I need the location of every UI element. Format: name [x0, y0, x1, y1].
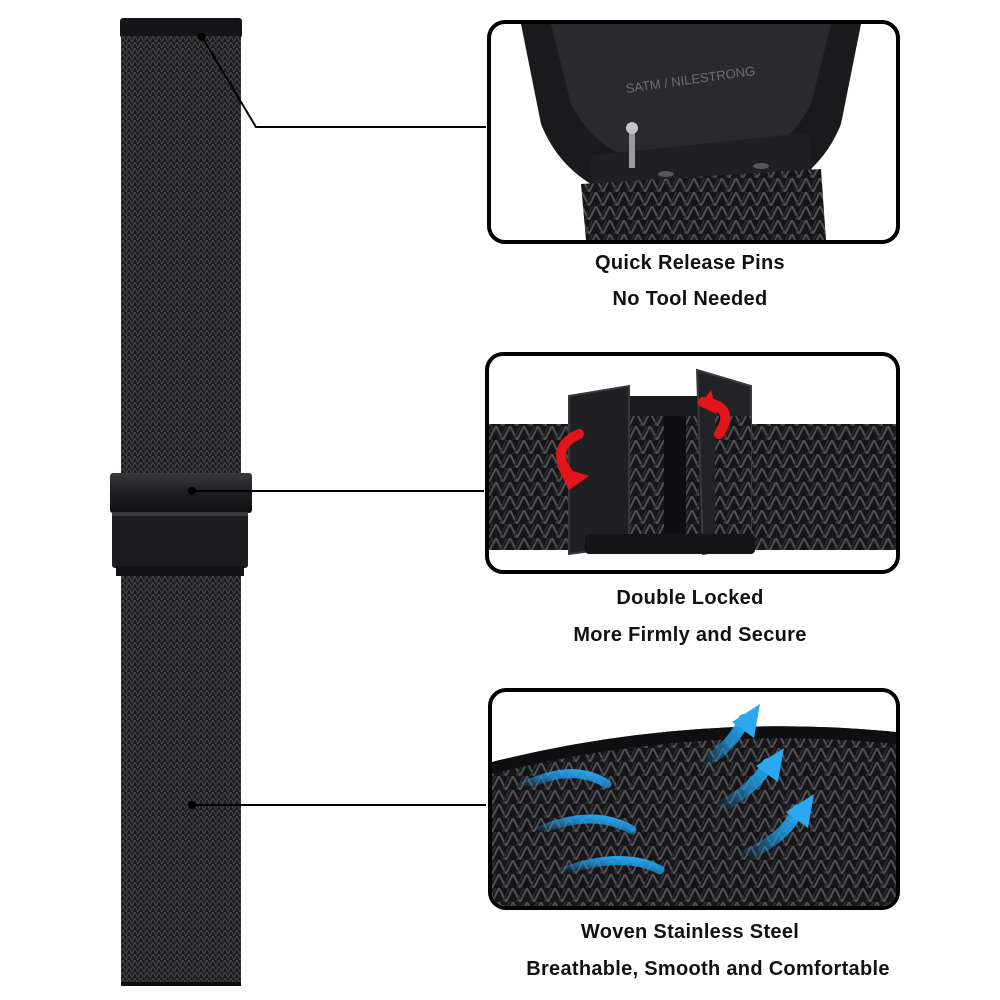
double-lock-photo [489, 368, 896, 556]
leader-buckle [188, 487, 484, 495]
quick-release-photo: SATM / NILESTRONG [521, 24, 861, 240]
upward-arrow-icon [712, 748, 784, 814]
upward-arrow-icon [736, 794, 814, 863]
strap-top-cap [120, 18, 242, 38]
quick-release-detail-panel: SATM / NILESTRONG [487, 20, 900, 244]
mesh-subtitle: Breathable, Smooth and Comfortable [526, 958, 890, 980]
airflow-arrow-icon [532, 814, 637, 837]
mesh-detail-panel [488, 688, 900, 910]
leader-mesh [188, 801, 486, 809]
double-lock-title: Double Locked [616, 587, 764, 609]
mesh-strap-image [110, 18, 252, 986]
quick-release-subtitle: No Tool Needed [612, 288, 768, 310]
upward-arrow-icon [696, 704, 760, 770]
red-arrow-icon [556, 429, 589, 490]
double-lock-detail-panel [485, 352, 900, 574]
strap-upper-band [121, 36, 241, 482]
red-arrow-icon [698, 390, 731, 439]
airflow-arrow-icon [517, 769, 612, 792]
airflow-arrow-icon [557, 855, 665, 877]
mesh-closeup-photo [492, 704, 896, 906]
strap-lower-band [121, 576, 241, 986]
quick-release-title: Quick Release Pins [595, 252, 785, 274]
double-lock-subtitle: More Firmly and Secure [573, 624, 807, 646]
leader-quick-release [198, 33, 486, 128]
folding-buckle [110, 473, 252, 576]
mesh-title: Woven Stainless Steel [580, 921, 800, 943]
